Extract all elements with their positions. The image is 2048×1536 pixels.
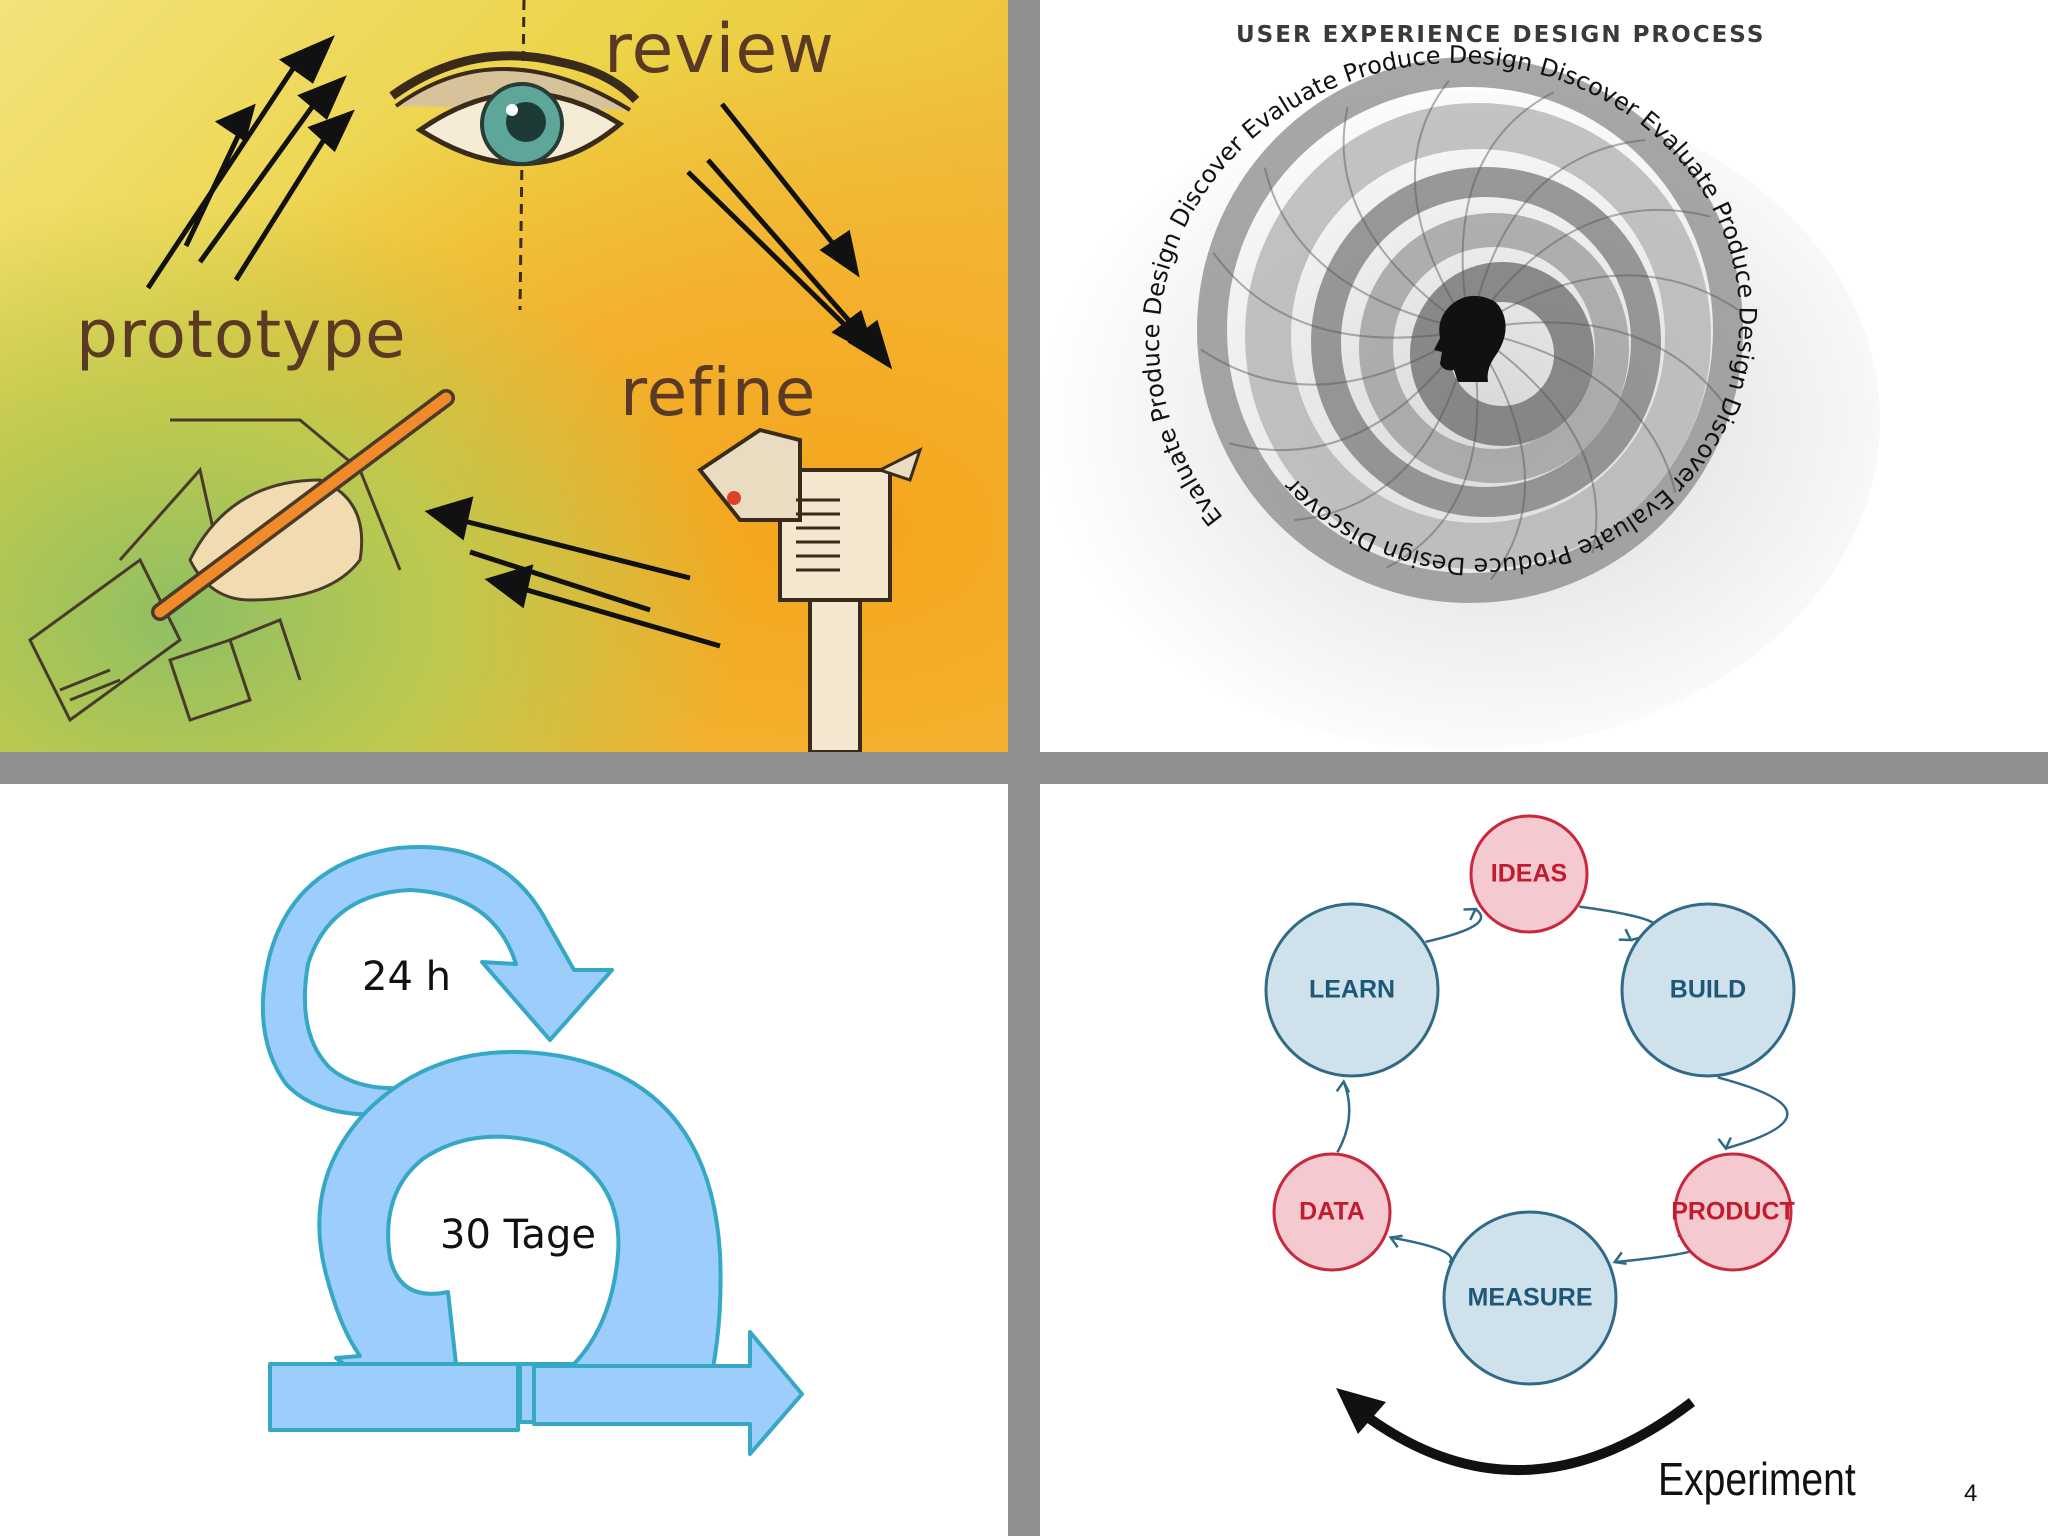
node-learn-circle [1264,902,1440,1078]
node-ideas-label: IDEAS [1490,859,1568,888]
review-label: review [604,10,835,89]
scrum-cycle-diagram [260,845,804,1456]
arrows-down-right [686,102,893,370]
arrows-left [424,496,721,649]
spiral-bands [1197,57,1743,603]
spiral-band [1359,213,1629,483]
node-product-circle [1673,1152,1793,1272]
prototype-review-refine-illustration: review prototype refine [0,0,1008,752]
shell-rib [1200,329,1471,386]
cycle-connector [1425,908,1483,944]
shell-rib [1469,329,1677,493]
eye-icon [389,51,640,166]
node-build-label: BUILD [1669,975,1747,1004]
node-learn-label: LEARN [1308,975,1396,1004]
ux-design-process-panel: USER EXPERIENCE DESIGN PROCESS Evaluate … [1040,0,2048,752]
shell-rib [1469,329,1526,580]
node-data-circle [1272,1152,1392,1272]
output-increment-arrow [532,1330,804,1456]
shell-rib [1469,208,1711,331]
cycle-connector [1390,1236,1453,1264]
experiment-label: Experiment [1658,1453,1856,1505]
input-backlog-arrow [268,1362,520,1432]
daily-cycle-label: 24 h [362,954,451,1000]
connector-arrowhead [1612,1251,1627,1266]
connector-arrowhead [1335,1079,1351,1093]
caliper-icon [697,427,923,752]
shell-rib [1212,252,1471,339]
hand-with-pencil [151,389,455,621]
lean-cycle-panel: IDEAS BUILD PRODUCT MEASURE DATA LEARN Experi… [1040,784,2048,1536]
shell-rib [1469,138,1646,331]
node-measure-circle [1442,1210,1618,1386]
spiral-band [1410,262,1594,446]
scrum-cycle-panel: 24 h 30 Tage [0,784,1008,1536]
node-ideas-circle [1469,814,1589,934]
prototype-label: prototype [76,296,407,373]
experiment-arrow [1336,1388,1696,1475]
ux-spiral-diagram: Evaluate Produce Design Discover Evaluat… [1040,41,1880,750]
illustration-artwork [28,0,923,752]
shell-rib [1469,329,1598,554]
refine-label: refine [620,354,817,431]
page-number: 4 [1964,1480,1978,1507]
connector-arrowhead [1717,1136,1732,1151]
arrows-up-right [145,35,355,290]
connector-arrowhead [1618,928,1633,942]
daily-loop-arrow [260,845,614,1117]
node-build-circle [1620,902,1796,1078]
sketch-drawing [28,418,402,723]
lean-cycle-diagram [1264,814,1796,1475]
cycle-nodes [1264,814,1796,1386]
shell-rib [1461,91,1555,331]
connector-arrowhead [1388,1234,1403,1249]
cycle-connector [1717,1076,1789,1150]
shell-rib [1414,80,1471,331]
shell-rib [1263,167,1471,331]
spiral-band [1197,57,1743,603]
ux-process-title: USER EXPERIENCE DESIGN PROCESS [1236,22,1766,48]
spiral-band [1245,103,1711,569]
head-silhouette-icon [1434,295,1506,382]
connector-arrowhead [1463,907,1478,921]
node-product-label: PRODUCT [1671,1197,1795,1226]
node-measure-label: MEASURE [1467,1283,1593,1312]
shell-rib [1469,274,1740,331]
node-data-label: DATA [1299,1197,1365,1226]
shell-rib [1469,321,1728,408]
spiral-band [1311,167,1661,517]
shell-rib [1342,106,1471,331]
sprint-cycle-label: 30 Tage [440,1212,596,1258]
